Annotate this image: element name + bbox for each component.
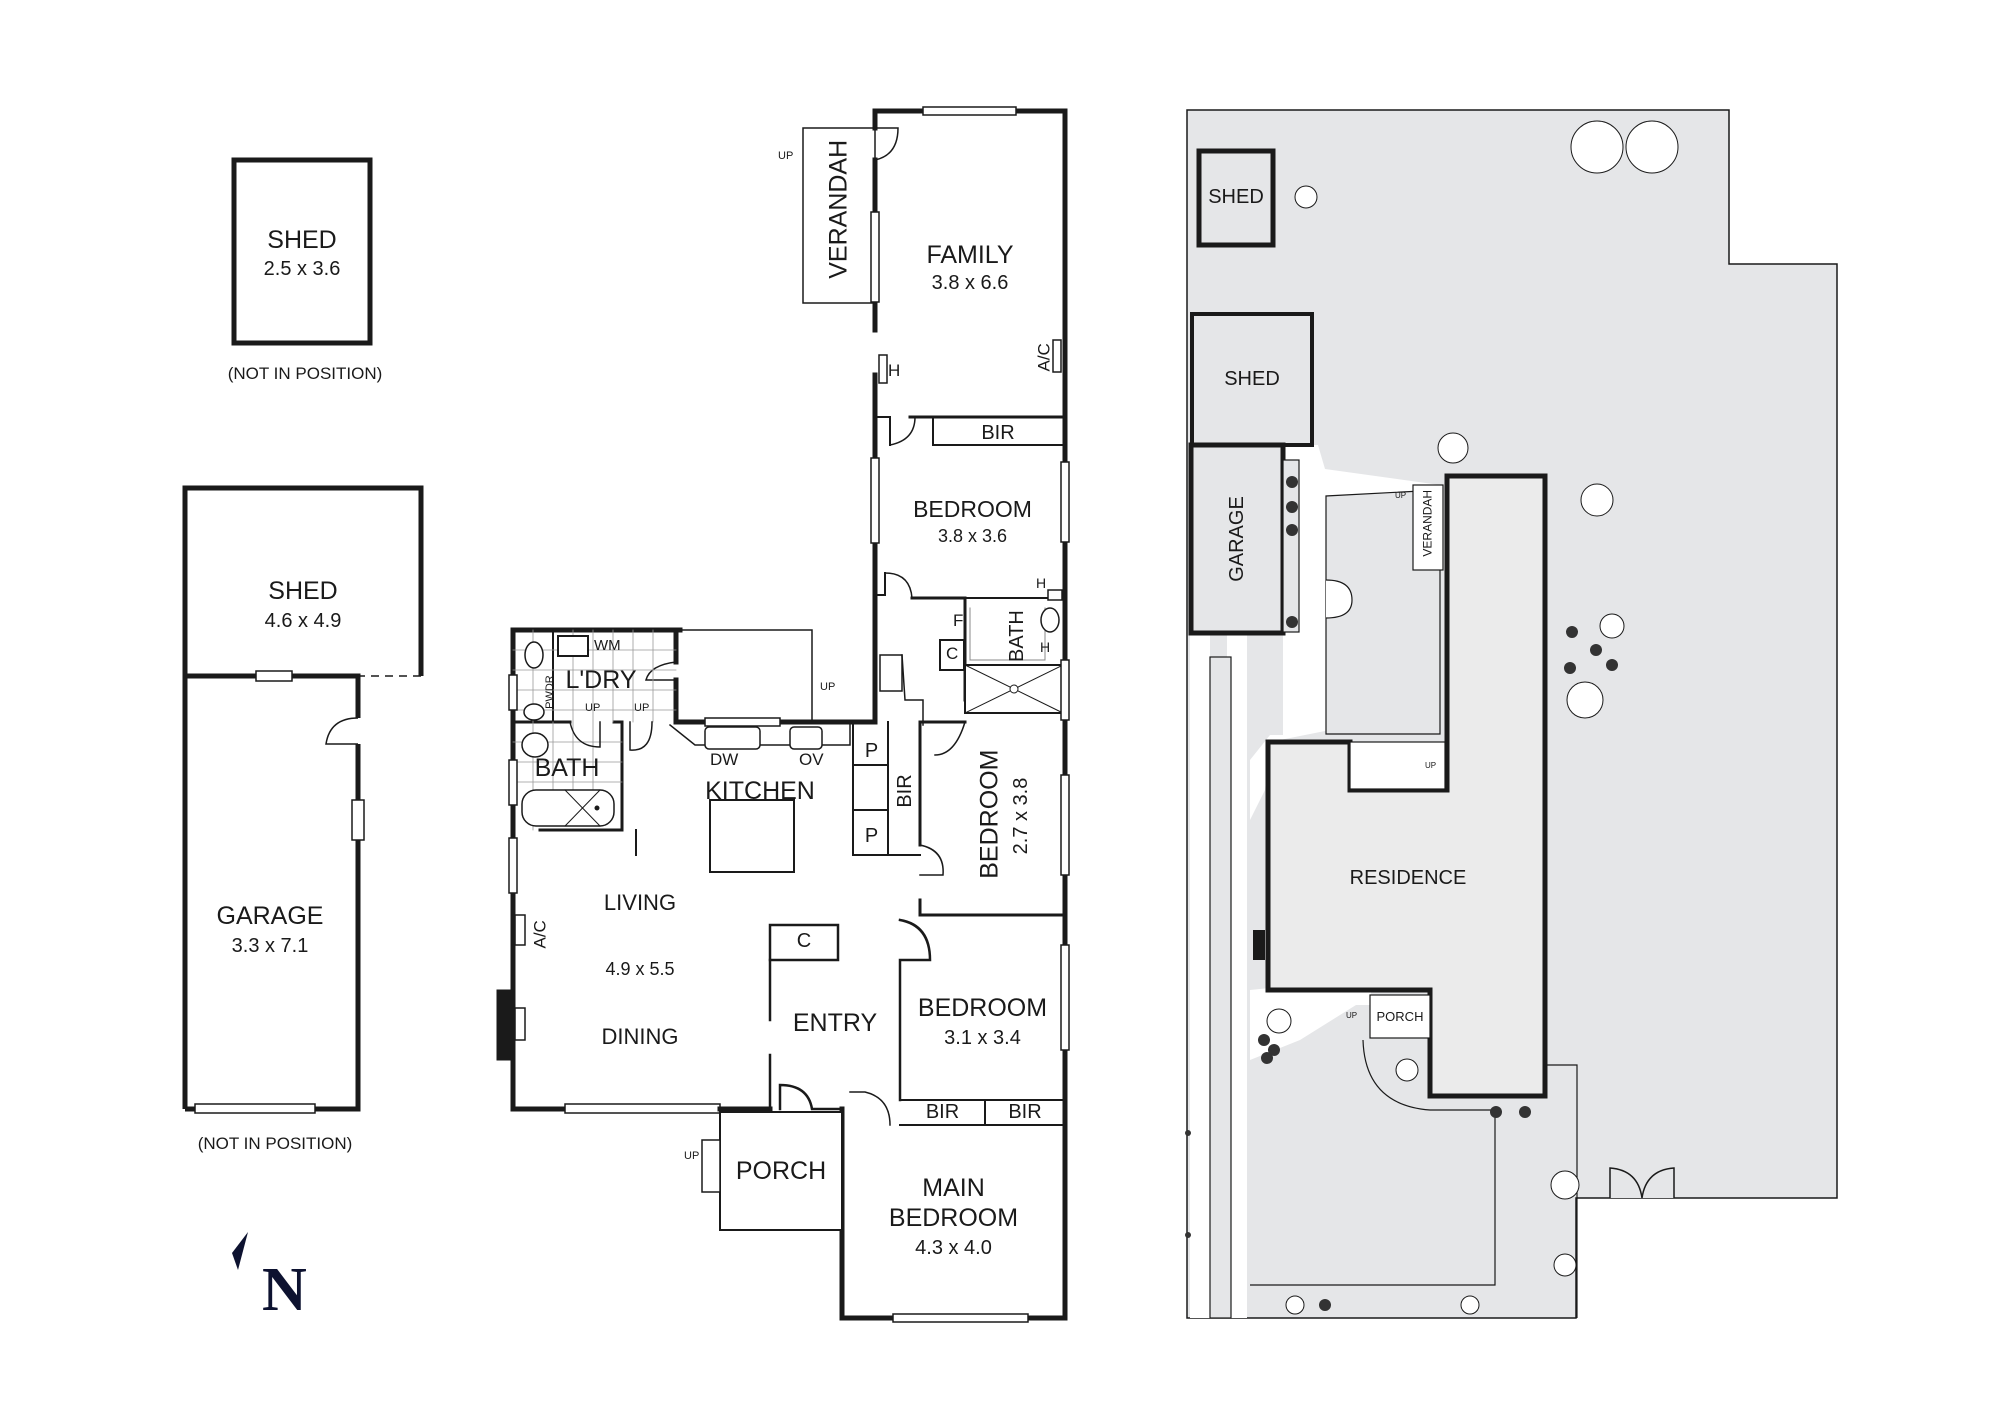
bedroom-3-dims: 2.7 x 3.8	[1010, 777, 1032, 855]
laundry-step-2: UP	[634, 702, 650, 714]
bath-1-h2: H	[1040, 639, 1051, 655]
shed-small-label: SHED	[267, 226, 337, 254]
bath-1-label: BATH	[1006, 610, 1028, 662]
kitchen-ov-label: OV	[799, 750, 824, 769]
bath-1-h1: H	[1036, 575, 1047, 591]
laundry-wm-label: WM	[594, 637, 621, 654]
compass-needle-icon	[232, 1232, 248, 1270]
bedroom-2-label: BEDROOM	[913, 496, 1032, 522]
pantry-2-label: P	[864, 825, 879, 847]
shed-small-note: (NOT IN POSITION)	[227, 364, 383, 383]
bedroom-3-label: BEDROOM	[975, 749, 1004, 879]
bedroom-4-dims: 3.1 x 3.4	[944, 1027, 1021, 1049]
bedroom-4-label: BEDROOM	[917, 994, 1048, 1022]
site-verandah-step: UP	[1395, 491, 1407, 500]
verandah-label: VERANDAH	[824, 139, 853, 279]
family-label: FAMILY	[926, 241, 1014, 269]
shed-large-label: SHED	[268, 577, 338, 605]
bath-1-c: C	[946, 644, 959, 663]
laundry-label: L'DRY	[565, 666, 637, 694]
site-verandah-label: VERANDAH	[1420, 489, 1435, 557]
site-residence-label: RESIDENCE	[1349, 867, 1467, 889]
shed-large-dims: 4.6 x 4.9	[264, 610, 342, 632]
site-plan-drawing	[1185, 109, 1838, 1319]
outdoor-step: UP	[820, 681, 836, 693]
shed-garage-outline	[182, 485, 424, 1114]
compass-north-label: N	[262, 1256, 307, 1324]
main-bedroom-label-2: BEDROOM	[888, 1204, 1019, 1232]
living-label: LIVING	[603, 890, 677, 915]
kitchen-dw-label: DW	[710, 750, 739, 769]
garage-dims: 3.3 x 7.1	[231, 935, 309, 957]
bir-3-label: BIR	[925, 1101, 960, 1123]
main-bedroom-label-1: MAIN	[922, 1174, 985, 1202]
main-bedroom-dims: 4.3 x 4.0	[915, 1237, 992, 1259]
entry-label: ENTRY	[792, 1009, 878, 1037]
porch-step: UP	[684, 1150, 700, 1162]
verandah-step: UP	[778, 150, 794, 162]
porch-label: PORCH	[735, 1157, 827, 1185]
dining-label: DINING	[601, 1024, 679, 1049]
shed-small-dims: 2.5 x 3.6	[263, 258, 341, 280]
site-porch-label: PORCH	[1376, 1009, 1424, 1024]
living-ac-label: A/C	[530, 920, 550, 949]
house-walls	[496, 106, 1070, 1323]
shed-small-outline	[231, 157, 373, 346]
kitchen-label: KITCHEN	[705, 777, 815, 805]
pantry-1-label: P	[864, 740, 879, 762]
site-porch-step: UP	[1346, 1011, 1358, 1020]
site-garage-label: GARAGE	[1226, 496, 1248, 582]
family-dims: 3.8 x 6.6	[931, 272, 1009, 294]
garage-note: (NOT IN POSITION)	[197, 1134, 353, 1153]
bir-4-label: BIR	[1008, 1101, 1042, 1123]
laundry-step-1: UP	[585, 702, 601, 714]
bir-2-label: BIR	[894, 774, 916, 808]
bir-1-label: BIR	[981, 422, 1015, 444]
site-shed-large-label: SHED	[1224, 368, 1280, 390]
family-heater-label: H	[888, 361, 901, 380]
entry-closet-label: C	[796, 930, 812, 952]
bath-2-label: BATH	[534, 754, 600, 782]
site-shed-small-label: SHED	[1208, 186, 1264, 208]
powder-label: PWDR	[543, 675, 556, 709]
site-rear-step: UP	[1425, 761, 1437, 770]
living-dims: 4.9 x 5.5	[605, 959, 675, 979]
garage-label: GARAGE	[216, 902, 324, 930]
family-ac-label: A/C	[1034, 343, 1054, 372]
bedroom-2-dims: 3.8 x 3.6	[937, 526, 1008, 546]
bath-1-f: F	[953, 611, 964, 630]
